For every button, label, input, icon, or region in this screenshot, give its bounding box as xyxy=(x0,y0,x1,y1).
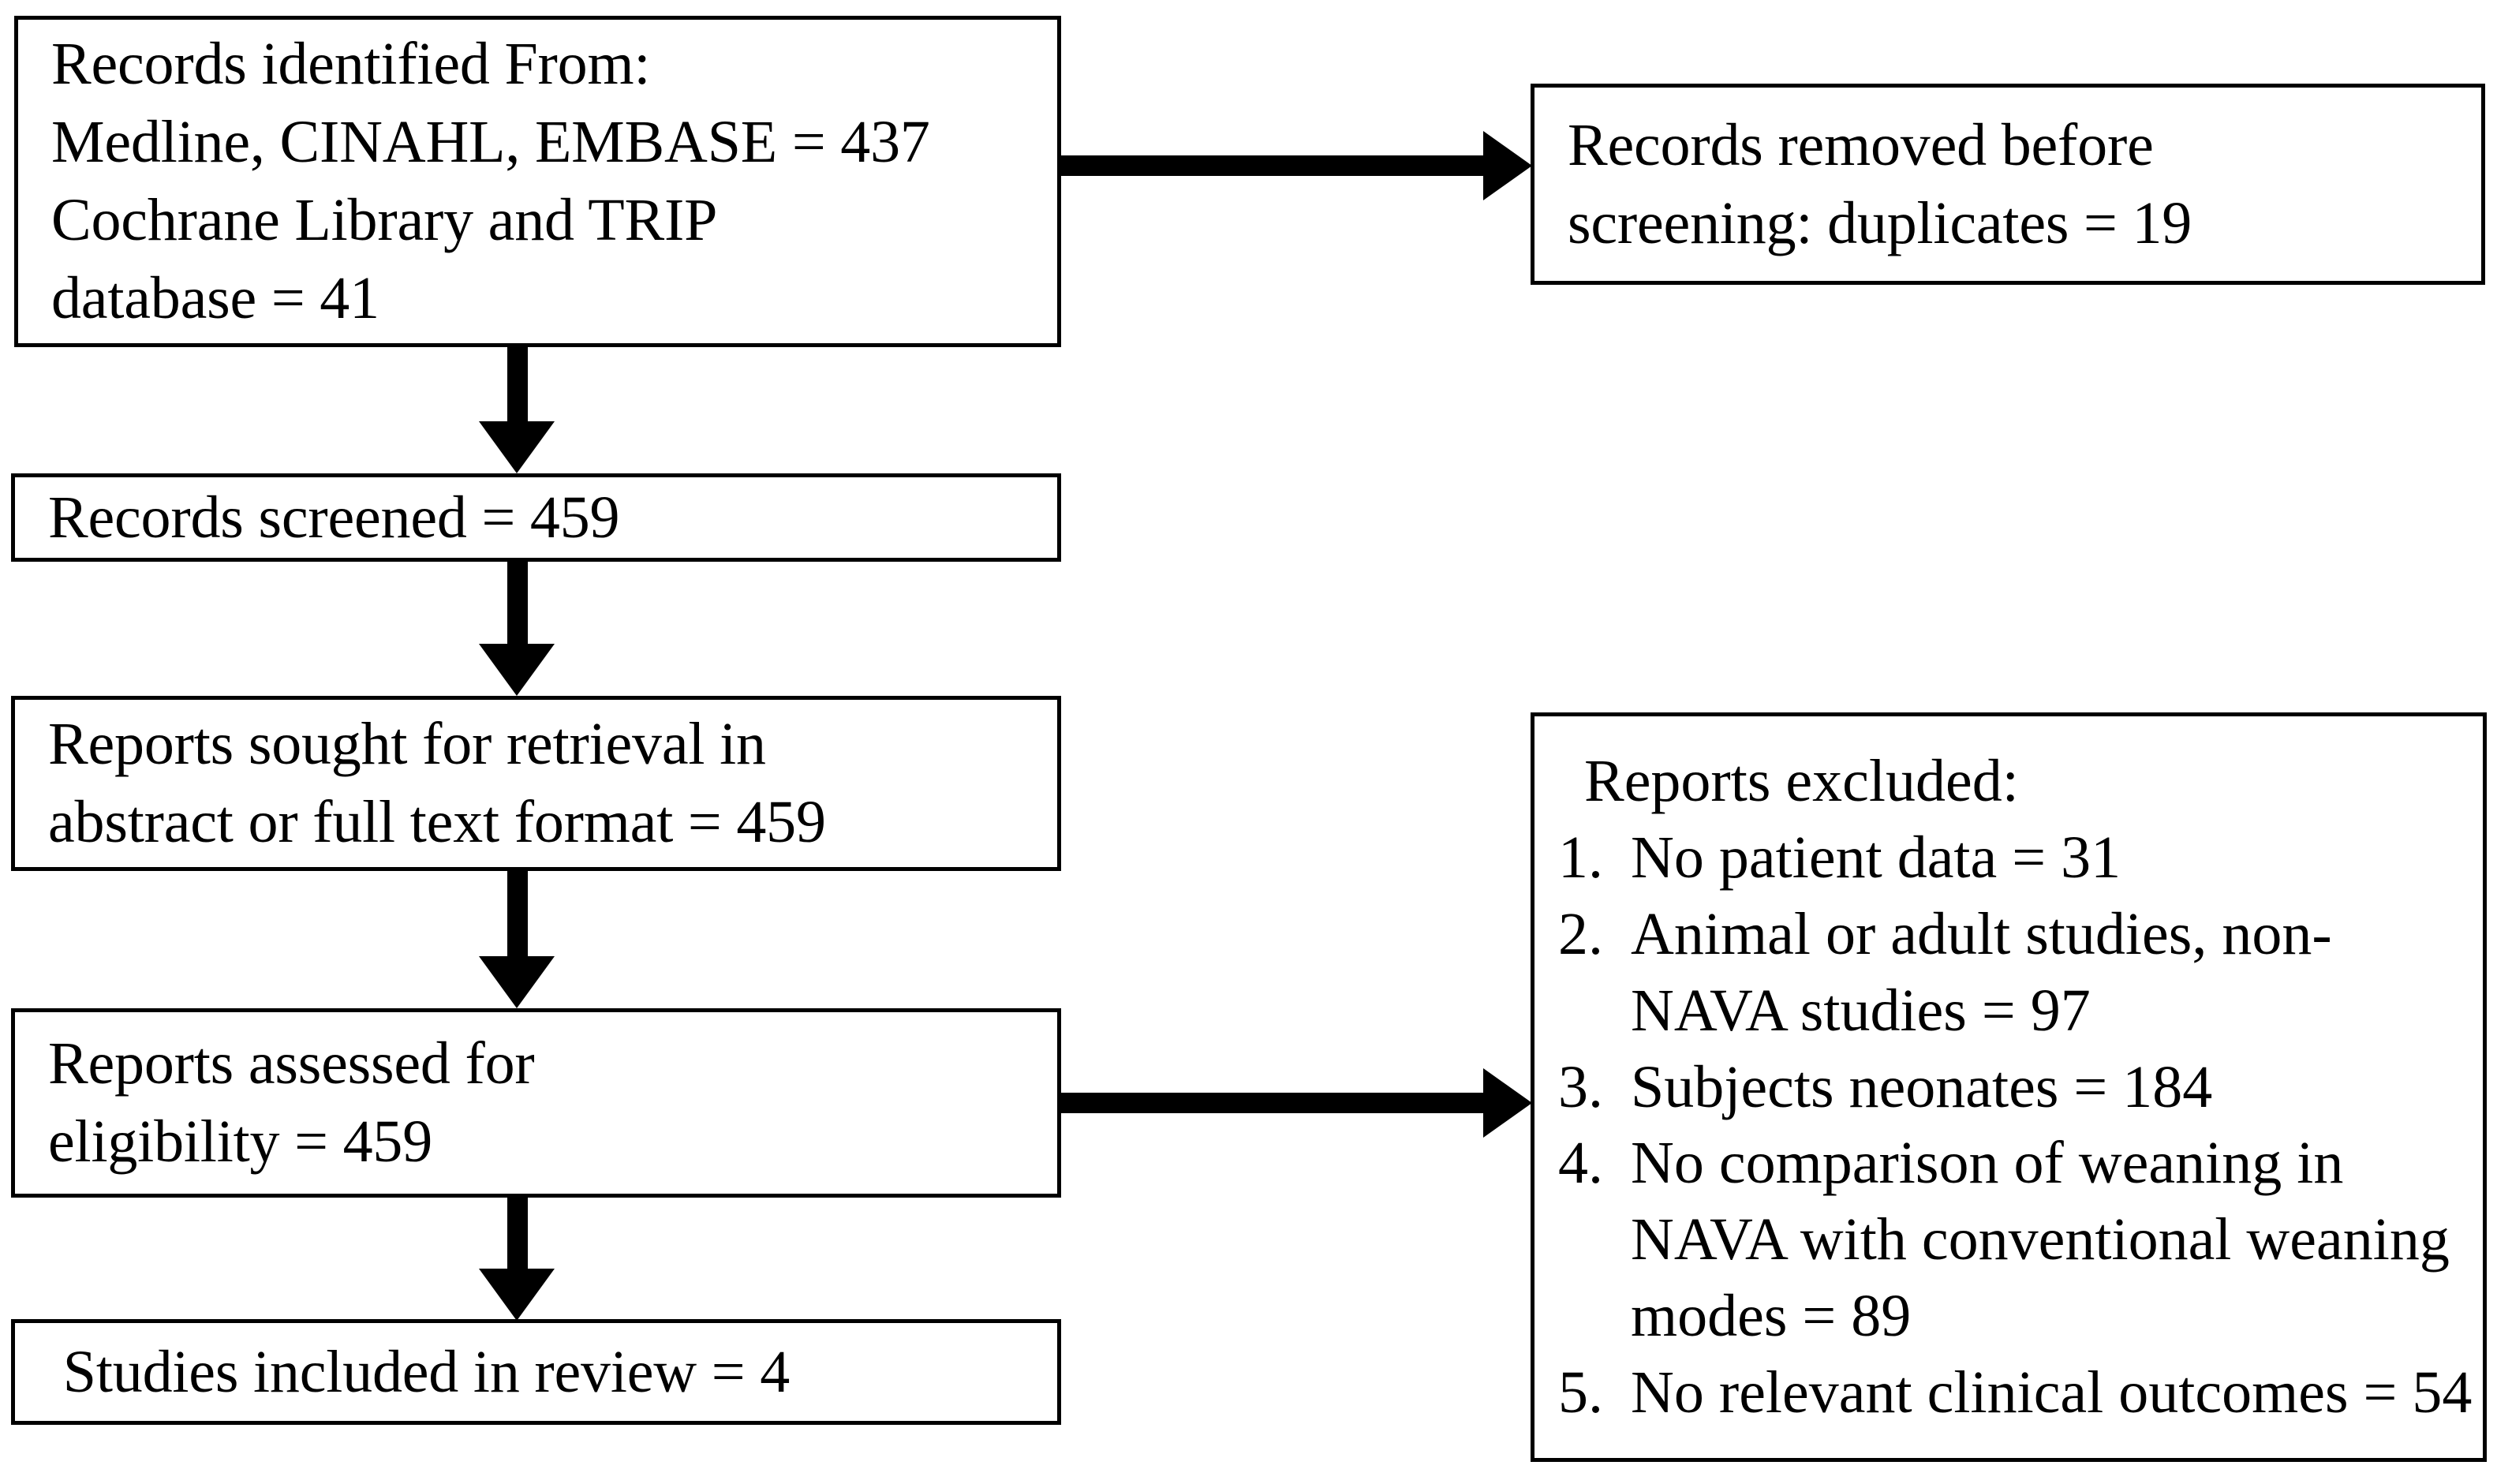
list-item-label: No relevant clinical outcomes = 54 xyxy=(1631,1359,2473,1426)
records-screened-line-1: Records screened = 459 xyxy=(48,484,620,551)
box-records-identified: Records identified From: Medline, CINAHL… xyxy=(14,16,1061,347)
list-item-label: Subjects neonates = 184 xyxy=(1631,1053,2213,1120)
reports-assessed-line-2: eligibility = 459 xyxy=(48,1108,433,1175)
list-item-number: 5. xyxy=(1558,1359,1603,1426)
list-item-label: No patient data = 31 xyxy=(1631,824,2121,891)
arrow-head xyxy=(479,1269,555,1321)
list-item: 1. No patient data = 31 xyxy=(1534,820,2483,896)
box-records-screened: Records screened = 459 xyxy=(11,473,1061,562)
records-identified-line-3: Cochrane Library and TRIP xyxy=(51,187,718,253)
box-reports-sought: Reports sought for retrieval in abstract… xyxy=(11,696,1061,871)
arrow-assessed-to-excluded xyxy=(1061,1068,1532,1138)
records-removed-line-1: Records removed before xyxy=(1568,111,2154,178)
records-identified-line-1: Records identified From: xyxy=(51,31,651,98)
arrow-head xyxy=(479,644,555,696)
arrow-head xyxy=(1483,131,1532,200)
arrow-shaft xyxy=(507,562,528,645)
reports-assessed-line-1: Reports assessed for xyxy=(48,1030,535,1097)
box-studies-included: Studies included in review = 4 xyxy=(11,1319,1061,1425)
arrow-shaft xyxy=(1061,1093,1487,1113)
arrow-screened-to-sought xyxy=(479,562,555,696)
box-records-removed: Records removed before screening: duplic… xyxy=(1531,84,2485,285)
records-identified-line-2: Medline, CINAHL, EMBASE = 437 xyxy=(51,109,930,176)
box-reports-assessed: Reports assessed for eligibility = 459 xyxy=(11,1008,1061,1198)
reports-excluded-heading: Reports excluded: xyxy=(1569,747,2019,814)
arrow-identified-to-screened xyxy=(479,347,555,473)
studies-included-line-1: Studies included in review = 4 xyxy=(48,1338,791,1405)
arrow-assessed-to-included xyxy=(479,1198,555,1321)
list-item: 5. No relevant clinical outcomes = 54 xyxy=(1534,1355,2483,1431)
arrow-identified-to-removed xyxy=(1061,131,1532,200)
reports-sought-line-1: Reports sought for retrieval in xyxy=(48,711,766,778)
arrow-head xyxy=(479,956,555,1008)
box-reports-excluded: Reports excluded: 1. No patient data = 3… xyxy=(1531,712,2487,1462)
reports-sought-line-2: abstract or full text format = 459 xyxy=(48,789,826,855)
arrow-head xyxy=(1483,1068,1532,1138)
list-item: 4. No comparison of weaning in NAVA with… xyxy=(1534,1125,2483,1355)
list-item-number: 2. xyxy=(1558,900,1603,967)
list-item-number: 3. xyxy=(1558,1053,1603,1120)
list-item-number: 4. xyxy=(1558,1130,1603,1197)
list-item: 3. Subjects neonates = 184 xyxy=(1534,1049,2483,1126)
arrow-shaft xyxy=(507,871,528,958)
arrow-shaft xyxy=(507,347,528,423)
list-item-number: 1. xyxy=(1558,824,1603,891)
arrow-shaft xyxy=(507,1198,528,1270)
arrow-shaft xyxy=(1061,155,1487,176)
records-removed-line-2: screening: duplicates = 19 xyxy=(1568,189,2192,256)
arrow-head xyxy=(479,421,555,473)
records-identified-line-4: database = 41 xyxy=(51,264,379,331)
arrow-sought-to-assessed xyxy=(479,871,555,1008)
list-item-label: No comparison of weaning in NAVA with co… xyxy=(1631,1130,2450,1350)
list-item: 2. Animal or adult studies, non-NAVA stu… xyxy=(1534,896,2483,1049)
list-item-label: Animal or adult studies, non-NAVA studie… xyxy=(1631,900,2332,1044)
reports-excluded-list: 1. No patient data = 31 2. Animal or adu… xyxy=(1534,820,2483,1431)
